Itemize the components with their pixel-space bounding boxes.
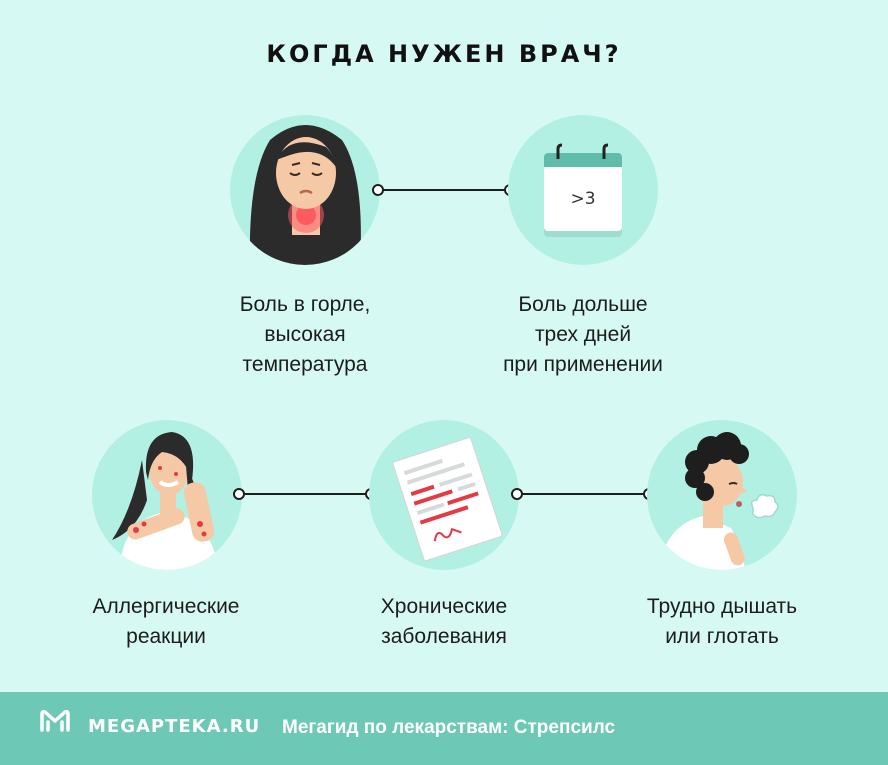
brand-name[interactable]: MEGAPTEKA.RU	[88, 716, 261, 737]
allergy-illustration	[92, 420, 242, 570]
footer-tagline: Мегагид по лекарствам: Стрепсилс	[282, 717, 616, 738]
connector-line	[233, 488, 377, 500]
connector-line	[511, 488, 655, 500]
caption-pain-3-days: Боль дольше трех дней при применении	[503, 293, 663, 376]
calendar-text: >3	[570, 189, 595, 209]
caption-chronic: Хронические заболевания	[380, 595, 508, 648]
page-title: КОГДА НУЖЕН ВРАЧ?	[266, 40, 622, 68]
footer-bar: MEGAPTEKA.RU Мегагид по лекарствам: Стре…	[0, 692, 888, 765]
breathing-illustration	[647, 420, 797, 570]
connector-line	[372, 184, 516, 196]
medical-document-illustration	[369, 420, 519, 570]
caption-sore-throat: Боль в горле, высокая температура	[239, 293, 371, 376]
megapteka-logo-icon	[40, 710, 70, 732]
caption-breathing: Трудно дышать или глотать	[646, 595, 798, 648]
caption-allergy: Аллергические реакции	[92, 595, 240, 648]
calendar-illustration: >3	[508, 115, 658, 265]
sore-throat-illustration	[230, 115, 380, 265]
